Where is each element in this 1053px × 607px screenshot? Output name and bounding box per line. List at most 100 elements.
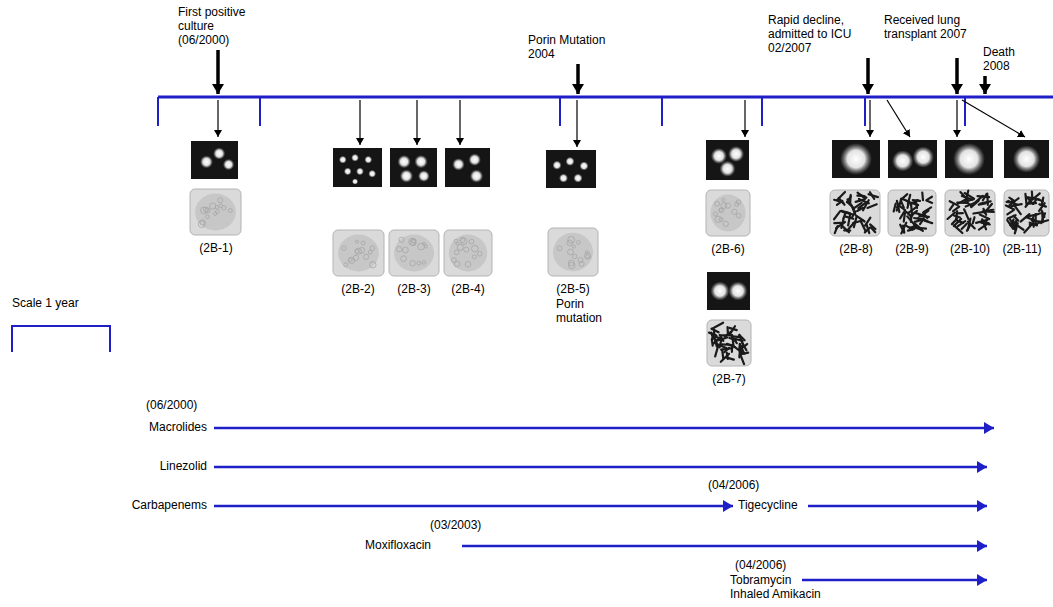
pointer-arrow: [744, 100, 745, 137]
colony: [352, 178, 358, 184]
colony: [200, 155, 213, 168]
cell-mass: [195, 194, 236, 231]
rod-cell: [913, 227, 922, 230]
texture: [410, 261, 415, 266]
rod-cell: [903, 226, 904, 233]
photo-ground: [546, 150, 596, 188]
date-label: (04/2006): [735, 558, 805, 572]
texture: [215, 206, 219, 210]
colony: [720, 161, 736, 177]
figure-label: (2B-8): [831, 242, 881, 256]
figure-label: (2B-9): [887, 242, 937, 256]
texture: [355, 249, 359, 253]
rod-cell: [980, 215, 990, 219]
texture: [355, 240, 358, 243]
micrograph-ground: [548, 228, 598, 276]
drug-label: Carbapenems: [87, 498, 207, 512]
rod-cell: [1026, 217, 1034, 220]
treatment-arrows: [214, 428, 994, 580]
texture: [461, 238, 468, 245]
rod-cell: [1027, 214, 1036, 216]
colony: [470, 169, 483, 182]
rod-cell: [1008, 215, 1016, 218]
treatment-arrow: [808, 505, 987, 508]
micrograph: [444, 230, 492, 276]
rod-cell: [953, 207, 959, 212]
colony: [565, 157, 574, 166]
colony: [364, 156, 372, 164]
rod-cell: [1038, 220, 1048, 223]
rod-cell: [919, 215, 929, 218]
micrograph: [945, 190, 995, 236]
pointer-arrow: [217, 100, 218, 137]
colony: [452, 158, 464, 170]
texture: [578, 258, 583, 263]
treatment-arrow: [462, 545, 987, 548]
rod-cell: [907, 202, 918, 206]
colony: [223, 159, 234, 170]
texture: [361, 241, 365, 245]
rod-cell: [983, 210, 994, 213]
texture: [722, 198, 725, 201]
photo-ground: [707, 272, 750, 310]
drug-label: Tobramycin Inhaled Amikacin: [730, 573, 828, 601]
colony: [840, 143, 872, 175]
micrograph-ground: [389, 230, 439, 276]
texture: [342, 246, 346, 250]
rod-cell: [836, 222, 845, 228]
treatment-arrow: [214, 466, 987, 469]
micrograph-ground: [333, 230, 384, 276]
micrograph: [333, 230, 384, 276]
rod-cell: [980, 201, 990, 203]
texture: [417, 261, 421, 265]
rod-cell: [975, 196, 983, 203]
rod-cell: [950, 205, 954, 210]
rod-cell: [1025, 194, 1026, 205]
rod-cell: [871, 228, 875, 233]
rod-cell: [1010, 204, 1022, 206]
texture: [206, 215, 210, 219]
texture: [370, 246, 375, 251]
rod-cell: [722, 343, 733, 346]
colony: [418, 170, 430, 182]
rod-cell: [1007, 220, 1013, 229]
rod-cell: [721, 334, 730, 336]
event-label: Porin Mutation 2004: [528, 33, 618, 61]
rod-cell: [908, 229, 914, 231]
texture: [572, 254, 577, 259]
colony: [728, 282, 747, 301]
drug-label: Moxifloxacin: [365, 538, 457, 552]
rod-cell: [859, 199, 869, 203]
rod-cell: [1041, 210, 1044, 217]
rod-cell: [1042, 198, 1044, 205]
rod-cell: [718, 338, 728, 341]
texture: [568, 260, 574, 266]
micrograph: [190, 189, 241, 235]
figure-label: (2B-1): [191, 241, 241, 255]
texture: [472, 245, 479, 252]
texture: [714, 212, 718, 216]
rod-cell: [982, 220, 989, 223]
texture: [454, 239, 458, 243]
rod-cell: [962, 224, 967, 229]
year-tick: [157, 97, 159, 126]
photo-ground: [832, 140, 880, 178]
scale-label: Scale 1 year: [12, 296, 112, 310]
year-tick: [864, 97, 866, 126]
rod-cell: [901, 194, 908, 200]
texture: [715, 201, 720, 206]
micrograph-ground: [707, 320, 751, 366]
cell-mass: [449, 235, 487, 272]
colony: [728, 146, 744, 162]
rod-cell: [841, 211, 850, 214]
drug-label: Tigecycline: [738, 498, 806, 512]
colony-photo: [191, 141, 238, 179]
pointer-arrow: [869, 100, 870, 137]
rod-cell: [848, 222, 855, 230]
rod-cell: [1007, 210, 1013, 214]
rod-cell: [897, 202, 901, 208]
texture: [397, 246, 402, 251]
rod-cell: [853, 203, 862, 209]
rod-cell: [711, 329, 718, 333]
rod-cell: [958, 200, 965, 204]
